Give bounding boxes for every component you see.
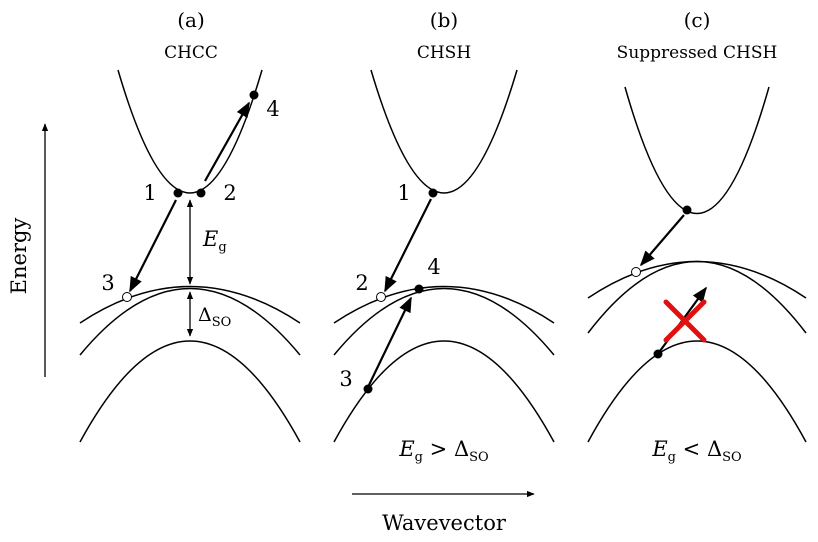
- panel-c-heavy-hole-band: [587, 260, 807, 299]
- panel-b-electron-3: [363, 384, 373, 394]
- panel-b-heavy-hole-band: [333, 285, 555, 324]
- panel-b-arrow-1-to-2: [384, 198, 432, 293]
- panel-a-point-1: 1: [143, 181, 156, 205]
- panel-a-gap-label: Eg: [202, 227, 227, 255]
- panel-c-conduction-band: [624, 86, 770, 215]
- panel-b-electron-1: [428, 188, 438, 198]
- panel-b-point-4: 4: [427, 255, 440, 279]
- panel-b-title: CHSH: [417, 43, 471, 63]
- panel-b-point-2: 2: [355, 271, 368, 295]
- panel-c-label: (c): [684, 8, 711, 32]
- panel-c: (c) Suppressed CHSH Eg < ΔSO: [587, 8, 807, 465]
- panel-c-electron-split-off: [653, 349, 663, 359]
- panel-c-light-hole-band: [587, 260, 807, 334]
- panel-b-light-hole-band: [333, 287, 555, 356]
- panel-a-electron-4: [249, 90, 259, 100]
- panel-a-arrow-1-to-3: [129, 199, 177, 293]
- panel-c-condition: Eg < ΔSO: [651, 437, 741, 465]
- panel-a-split-off-label: ΔSO: [198, 304, 231, 330]
- wavevector-axis-label: Wavevector: [382, 511, 507, 535]
- panel-c-title: Suppressed CHSH: [617, 43, 778, 63]
- panel-a-label: (a): [177, 8, 205, 32]
- panel-a-heavy-hole-band: [79, 285, 301, 324]
- energy-axis-label: Energy: [7, 218, 31, 295]
- panel-b-condition: Eg > ΔSO: [398, 437, 488, 465]
- panel-a-arrow-2-to-4: [204, 101, 250, 182]
- panel-a-point-2: 2: [223, 181, 236, 205]
- panel-a-point-4: 4: [266, 97, 279, 121]
- panel-a-electron-1: [173, 188, 183, 198]
- panel-b-point-1: 1: [397, 181, 410, 205]
- panel-b-point-3: 3: [339, 367, 352, 391]
- panel-c-hole: [631, 267, 641, 277]
- panel-a: (a) CHCC 1 2 3 4 Eg ΔSO: [79, 8, 301, 443]
- panel-a-point-3: 3: [101, 271, 114, 295]
- panel-a-split-off-band: [79, 340, 301, 443]
- panel-c-electron-conduction: [682, 205, 692, 215]
- panel-b-hole-2: [376, 292, 386, 302]
- panel-b-split-off-band: [333, 340, 555, 443]
- panel-b: (b) CHSH 1 2 3 4 Eg > ΔSO: [333, 8, 555, 465]
- panel-b-label: (b): [430, 8, 458, 32]
- panel-a-title: CHCC: [164, 43, 218, 63]
- panel-a-hole-3: [122, 292, 132, 302]
- panel-b-conduction-band: [370, 69, 518, 194]
- panel-a-light-hole-band: [79, 287, 301, 356]
- panel-a-electron-2: [196, 188, 206, 198]
- panel-b-arrow-3-to-4: [368, 296, 412, 386]
- panel-c-arrow-conduction-to-valence: [639, 214, 685, 267]
- panel-a-conduction-band: [117, 69, 263, 194]
- panel-b-electron-4: [414, 284, 424, 294]
- panel-c-split-off-band: [587, 340, 807, 443]
- panel-c-forbidden-cross: [663, 299, 707, 343]
